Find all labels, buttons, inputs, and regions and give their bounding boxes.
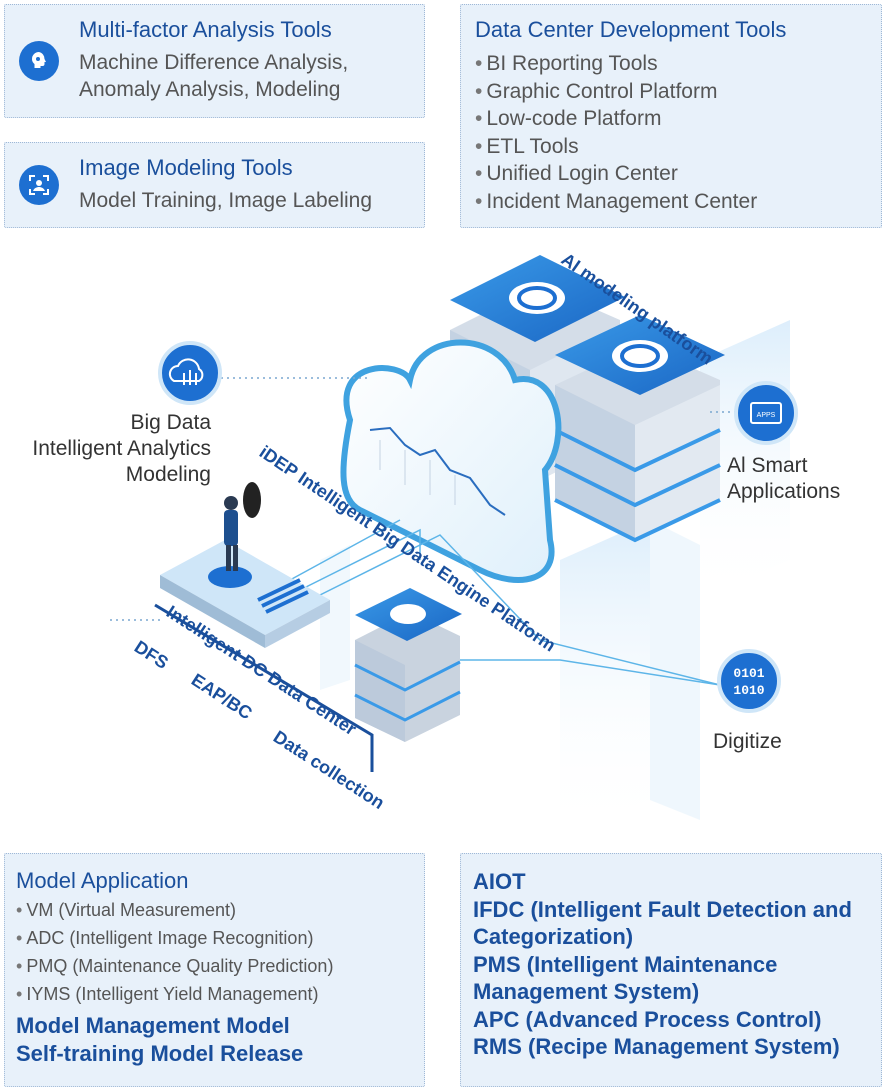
brain-icon [19,41,59,81]
data-platform [160,540,330,648]
list-item: Unified Login Center [475,160,757,188]
small-server-stack [354,588,462,742]
label-line: Intelligent Analytics [32,437,211,460]
big-data-label: Big Data Intelligent Analytics Modeling [0,410,211,488]
list-item: IYMS (Intelligent Yield Management) [16,980,333,1008]
aiot-line: Management System) [473,979,700,1004]
card-title: Multi-factor Analysis Tools [79,17,332,42]
card-title: Image Modeling Tools [79,155,293,180]
data-center-tools-card: Data Center Development Tools BI Reporti… [460,4,882,228]
right-server-stack [554,315,725,543]
digitize-label: Digitize [713,730,782,753]
image-modeling-card: Image Modeling Tools Model Training, Ima… [4,142,425,228]
eap-label: EAP/BC [188,670,256,724]
aiot-card: AIOT IFDC (Intelligent Fault Detection a… [460,853,882,1087]
aiot-line: AIOT [473,869,526,894]
card-line: Model Training, Image Labeling [79,189,373,212]
light-pillar [320,545,350,690]
model-application-card: Model Application VM (Virtual Measuremen… [4,853,425,1087]
connection-lines [289,519,721,686]
multi-factor-card: Multi-factor Analysis Tools Machine Diff… [4,4,425,118]
list-item: Low-code Platform [475,105,757,133]
light-pillar [560,520,650,835]
label-line: Al Smart [727,454,808,477]
list-item: VM (Virtual Measurement) [16,896,333,924]
cloud-graphic [340,339,562,583]
card-title: Model Application [16,868,189,893]
list-item: Graphic Control Platform [475,78,757,106]
footer-line: Self-training Model Release [16,1041,304,1066]
aiot-line: APC (Advanced Process Control) [473,1007,822,1032]
application-list: VM (Virtual Measurement) ADC (Intelligen… [16,896,333,1008]
analytics-cloud-icon [158,341,222,405]
label-line: Applications [727,480,841,503]
aiot-line: PMS (Intelligent Maintenance [473,952,778,977]
label-line: Modeling [125,463,211,486]
aiot-line: Categorization) [473,924,634,949]
person-figure [224,482,261,571]
binary-icon [717,649,781,713]
tools-list: BI Reporting Tools Graphic Control Platf… [475,50,757,215]
list-item: PMQ (Maintenance Quality Prediction) [16,952,333,980]
binary-line: 1010 [733,683,764,698]
apps-icon [734,381,798,445]
data-collection-label: Data collection [270,727,388,814]
list-item: ETL Tools [475,133,757,161]
aiot-line: IFDC (Intelligent Fault Detection and [473,897,852,922]
aiot-line: RMS (Recipe Management System) [473,1034,840,1059]
apps-icon-text: APPS [757,412,776,419]
dc-frame [154,603,374,772]
label-line: Big Data [130,411,211,434]
list-item: ADC (Intelligent Image Recognition) [16,924,333,952]
footer-line: Model Management Model [16,1013,290,1038]
ai-smart-label: Al Smart Applications [727,453,840,505]
card-line: Machine Difference Analysis, [79,51,349,74]
face-scan-icon [19,165,59,205]
dotted-guides [110,377,735,621]
list-item: BI Reporting Tools [475,50,757,78]
binary-line: 0101 [733,666,764,681]
card-title: Data Center Development Tools [475,17,787,42]
light-pillar-side [650,520,700,820]
dfs-label: DFS [131,637,172,673]
list-item: Incident Management Center [475,188,757,216]
card-line: Anomaly Analysis, Modeling [79,78,341,101]
